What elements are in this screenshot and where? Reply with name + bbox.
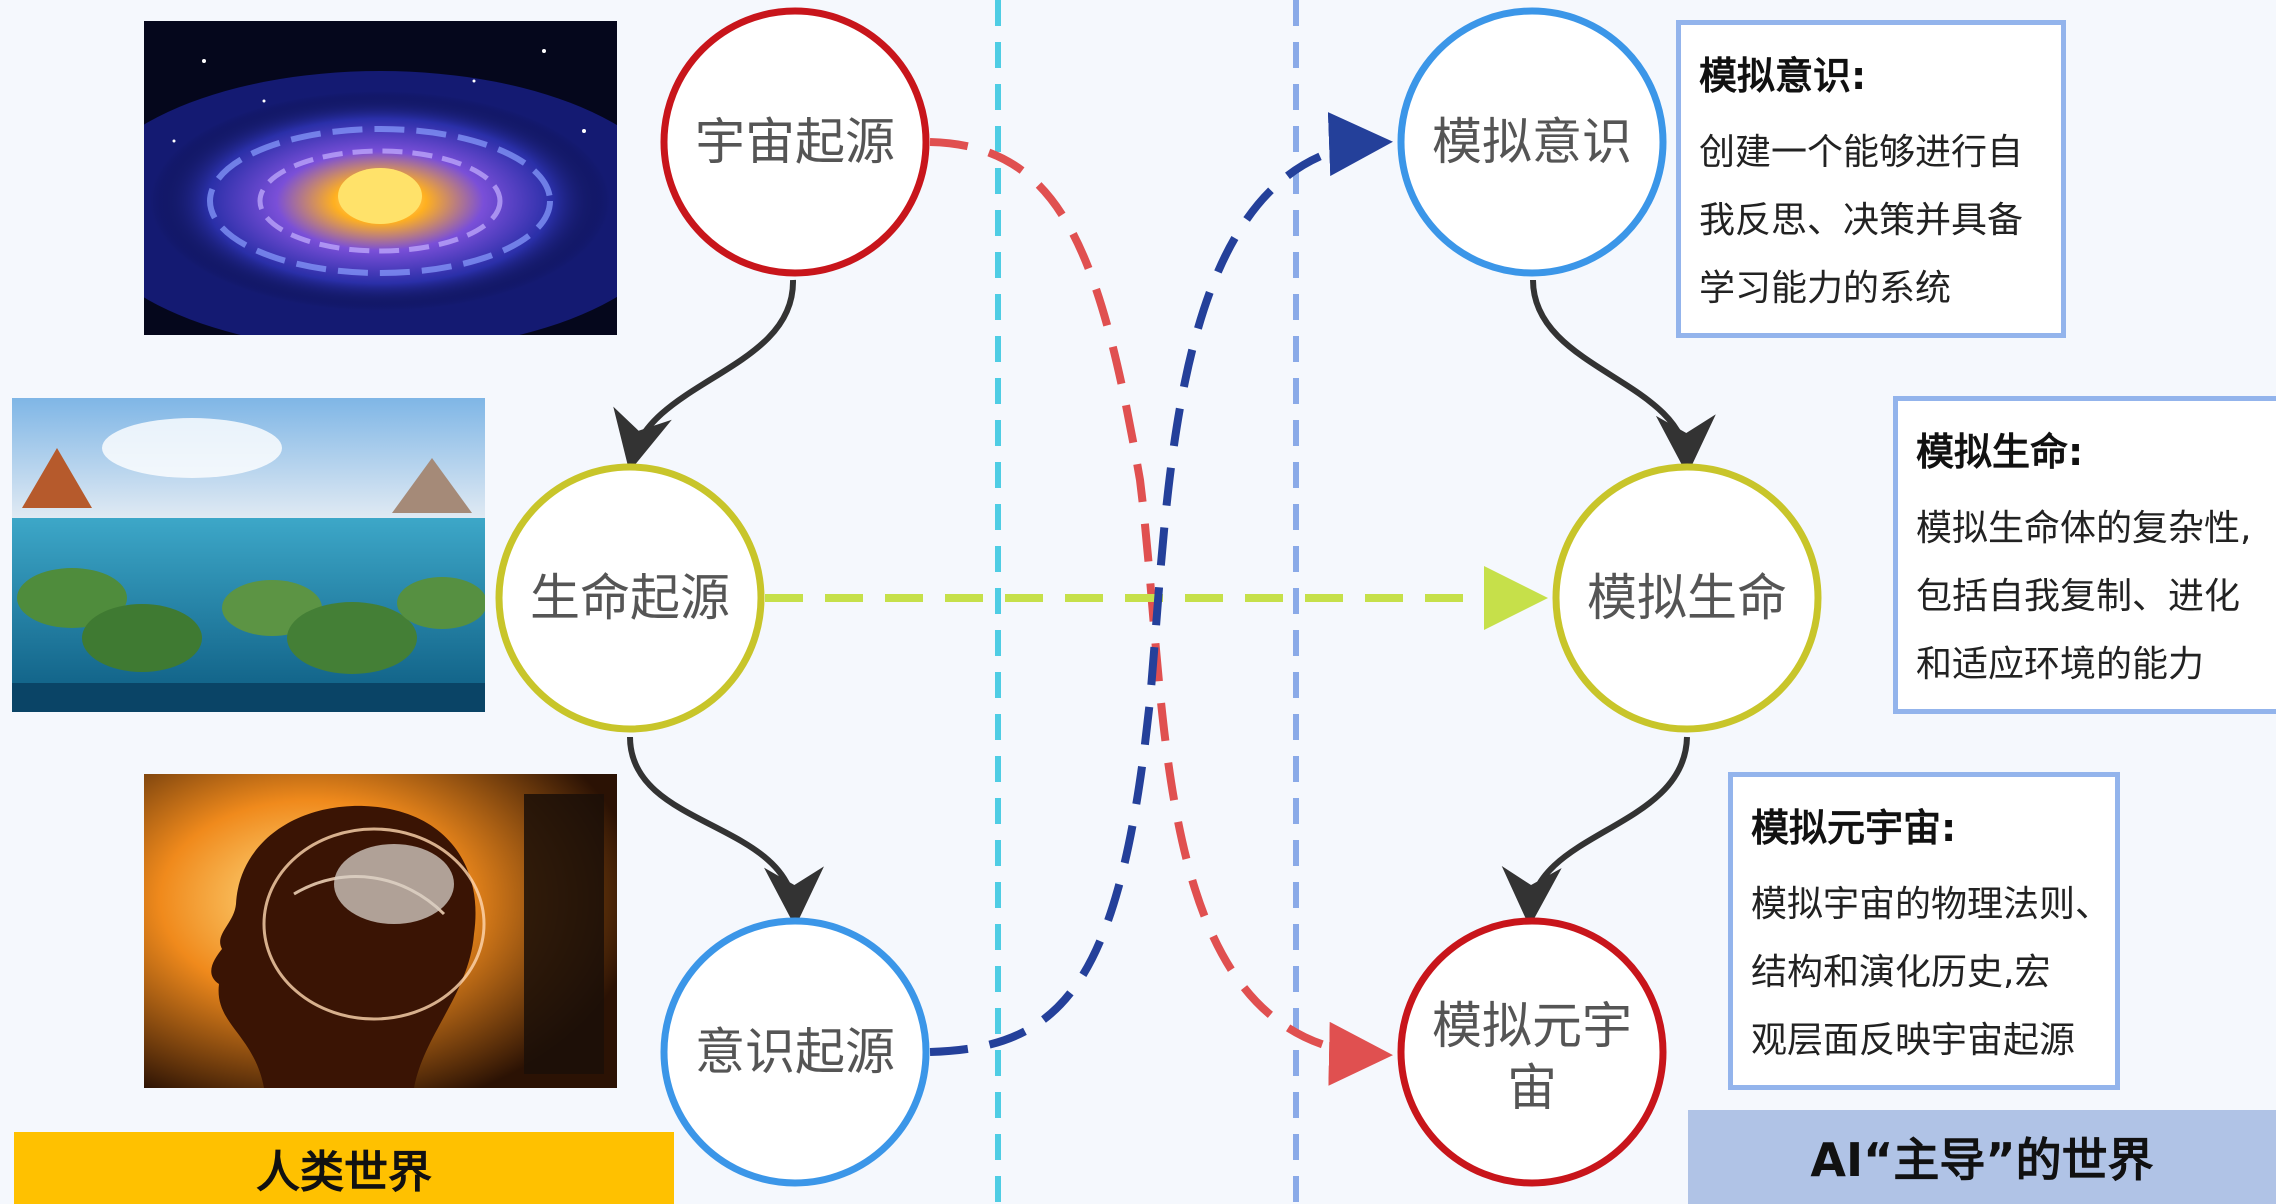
description-line: 结构和演化历史,宏 bbox=[1751, 952, 2051, 993]
node-circle-sim-metaverse bbox=[1397, 917, 1667, 1187]
node-universe-origin: 宇宙起源 bbox=[695, 113, 895, 171]
node-sim-metaverse: 模拟元宇宙 bbox=[1432, 997, 1632, 1117]
node-circle-life bbox=[495, 463, 765, 733]
node-sim-life: 模拟生命 bbox=[1587, 569, 1787, 627]
node-circle-sim-life bbox=[1552, 463, 1822, 733]
dashed-arrow-consciousness-to-sim-consciousness bbox=[929, 112, 1393, 1056]
dashed-arrow-universe-to-metaverse bbox=[929, 138, 1393, 1086]
description-title: 模拟元宇宙: bbox=[1751, 806, 1957, 850]
galaxy-picture bbox=[144, 21, 617, 335]
description-sim-metaverse: 模拟元宇宙: 模拟宇宙的物理法则、 结构和演化历史,宏 观层面反映宇宙起源 bbox=[1728, 772, 2120, 1090]
node-life-origin: 生命起源 bbox=[530, 569, 730, 627]
arrow-sim-life-to-metaverse bbox=[1501, 736, 1690, 927]
description-line: 模拟生命体的复杂性, bbox=[1916, 508, 2252, 549]
description-line: 观层面反映宇宙起源 bbox=[1751, 1020, 2076, 1061]
description-title: 模拟意识: bbox=[1699, 54, 1867, 98]
description-sim-consciousness: 模拟意识: 创建一个能够进行自 我反思、决策并具备 学习能力的系统 bbox=[1676, 20, 2066, 338]
description-line: 模拟宇宙的物理法则、 bbox=[1751, 884, 2112, 925]
node-circle-sim-consciousness bbox=[1397, 7, 1667, 277]
node-circle-consciousness bbox=[660, 917, 930, 1187]
description-line: 包括自我复制、进化 bbox=[1916, 576, 2241, 617]
description-line: 和适应环境的能力 bbox=[1916, 644, 2205, 685]
arrow-universe-to-life bbox=[613, 279, 797, 472]
footer-ai-world: AI“主导”的世界 bbox=[1688, 1110, 2276, 1204]
arrow-life-to-consciousness bbox=[627, 736, 824, 927]
node-sim-consciousness: 模拟意识 bbox=[1432, 113, 1632, 171]
node-circle-universe bbox=[660, 7, 930, 277]
description-sim-life: 模拟生命: 模拟生命体的复杂性, 包括自我复制、进化 和适应环境的能力 bbox=[1893, 396, 2276, 714]
description-line: 我反思、决策并具备 bbox=[1699, 200, 2024, 241]
primordial-ocean-picture bbox=[12, 398, 485, 712]
footer-human-world: 人类世界 bbox=[14, 1132, 674, 1204]
description-line: 创建一个能够进行自 bbox=[1699, 132, 2024, 173]
node-consciousness-origin: 意识起源 bbox=[695, 1023, 895, 1081]
arrow-sim-consciousness-to-life bbox=[1530, 279, 1716, 475]
description-title: 模拟生命: bbox=[1916, 430, 2084, 474]
human-mind-picture bbox=[144, 774, 617, 1088]
description-line: 学习能力的系统 bbox=[1699, 268, 1952, 309]
